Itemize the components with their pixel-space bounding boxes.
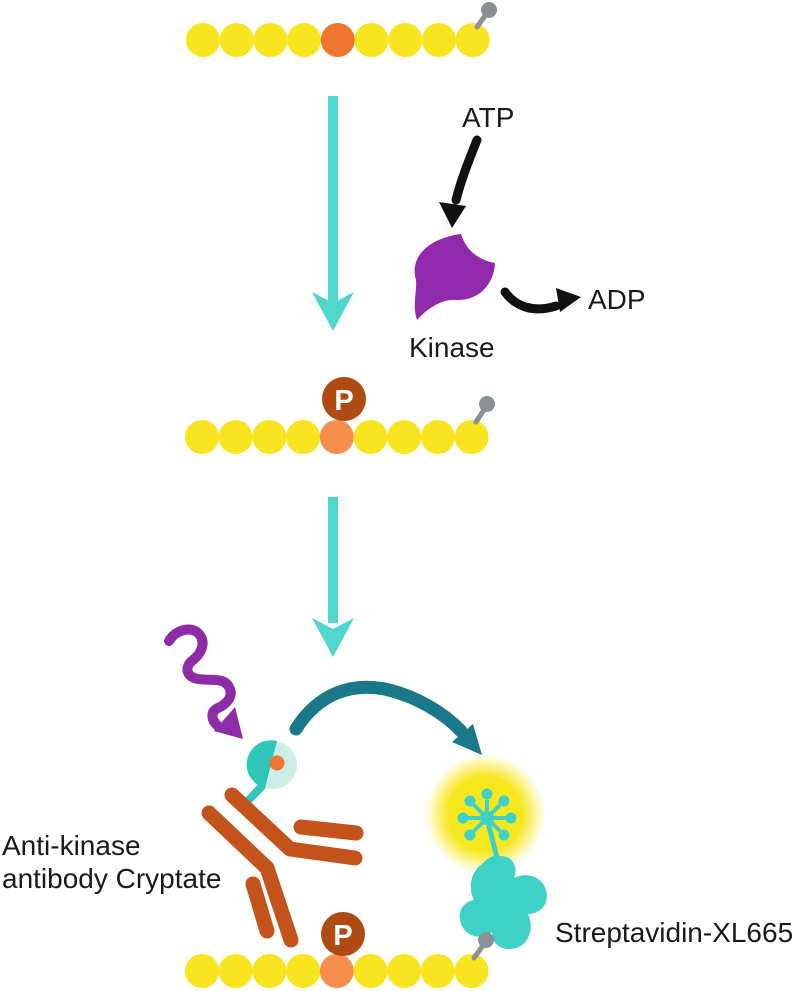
peptide-bead (387, 420, 422, 454)
peptide-bead (387, 954, 422, 988)
antibody-light-chain (293, 819, 364, 841)
adp-label: ADP (588, 284, 646, 315)
fluorophore-linker (486, 823, 500, 861)
xl665-fluorophore (457, 788, 517, 861)
arrowhead-icon (214, 707, 243, 739)
peptide-bead (420, 954, 455, 988)
kinase-label: Kinase (409, 332, 495, 363)
peptide-bead (186, 23, 220, 57)
substrate-peptide-bottom (185, 954, 489, 988)
phosphate-badge-middle: P (322, 377, 366, 421)
atp-label: ATP (462, 102, 515, 133)
antibody-heavy-chain (224, 787, 363, 866)
peptide-bead (253, 23, 288, 57)
excitation-squiggle-arrow (164, 624, 243, 739)
atp-to-kinase-arrow (439, 135, 482, 228)
streptavidin-label: Streptavidin-XL665 (555, 917, 794, 948)
arrowhead-icon (556, 288, 581, 312)
arrowhead-icon (312, 292, 354, 331)
peptide-bead (185, 420, 219, 454)
phospho-residue-bead (320, 23, 355, 57)
peptide-bead (421, 23, 456, 57)
peptide-bead (286, 954, 321, 988)
peptide-bead (218, 420, 253, 454)
peptide-bead (185, 954, 219, 988)
phosphate-label: P (334, 385, 353, 417)
substrate-peptide-top (186, 23, 490, 57)
substrate-peptide-middle (185, 420, 489, 454)
peptide-bead (420, 420, 455, 454)
phospho-residue-bead (319, 420, 354, 454)
antibody-heavy-chain (201, 805, 299, 948)
antibody-light-chain (245, 876, 275, 939)
peptide-bead (218, 954, 253, 988)
biotin-pin-middle (473, 396, 495, 425)
peptide-bead (454, 420, 489, 454)
peptide-bead (219, 23, 254, 57)
biotin-ball-icon (479, 396, 495, 412)
peptide-bead (455, 23, 490, 57)
reaction-arrow-1 (312, 96, 354, 331)
biotin-ball-icon (481, 2, 497, 18)
peptide-bead (388, 23, 423, 57)
peptide-bead (454, 954, 489, 988)
peptide-bead (353, 954, 388, 988)
kinase-to-adp-arrow (500, 287, 581, 314)
arrowhead-icon (439, 202, 466, 228)
reaction-arrow-2 (312, 497, 354, 657)
peptide-bead (286, 420, 321, 454)
phosphate-label: P (333, 920, 352, 952)
peptide-bead (354, 23, 389, 57)
anti-kinase-antibody (201, 787, 364, 948)
peptide-bead (353, 420, 388, 454)
arrowhead-icon (312, 618, 354, 657)
streptavidin-blob (459, 855, 547, 950)
peptide-bead (252, 954, 287, 988)
biotin-pin-top (474, 2, 497, 30)
fret-energy-arrow (289, 680, 482, 755)
antibody-label-line2: antibody Cryptate (2, 863, 222, 894)
antibody-label-line1: Anti-kinase (2, 830, 141, 861)
biotin-pin-bottom (471, 932, 494, 961)
arrowhead-icon (452, 724, 482, 755)
biotin-ball-icon (478, 932, 494, 948)
peptide-bead (287, 23, 322, 57)
kinase-enzyme-blob (414, 234, 495, 320)
phospho-residue-bead (319, 954, 354, 988)
cryptate-core-dot-icon (269, 755, 285, 771)
phosphate-badge-bottom: P (321, 912, 365, 956)
peptide-bead (252, 420, 287, 454)
cryptate-donor (239, 740, 297, 810)
